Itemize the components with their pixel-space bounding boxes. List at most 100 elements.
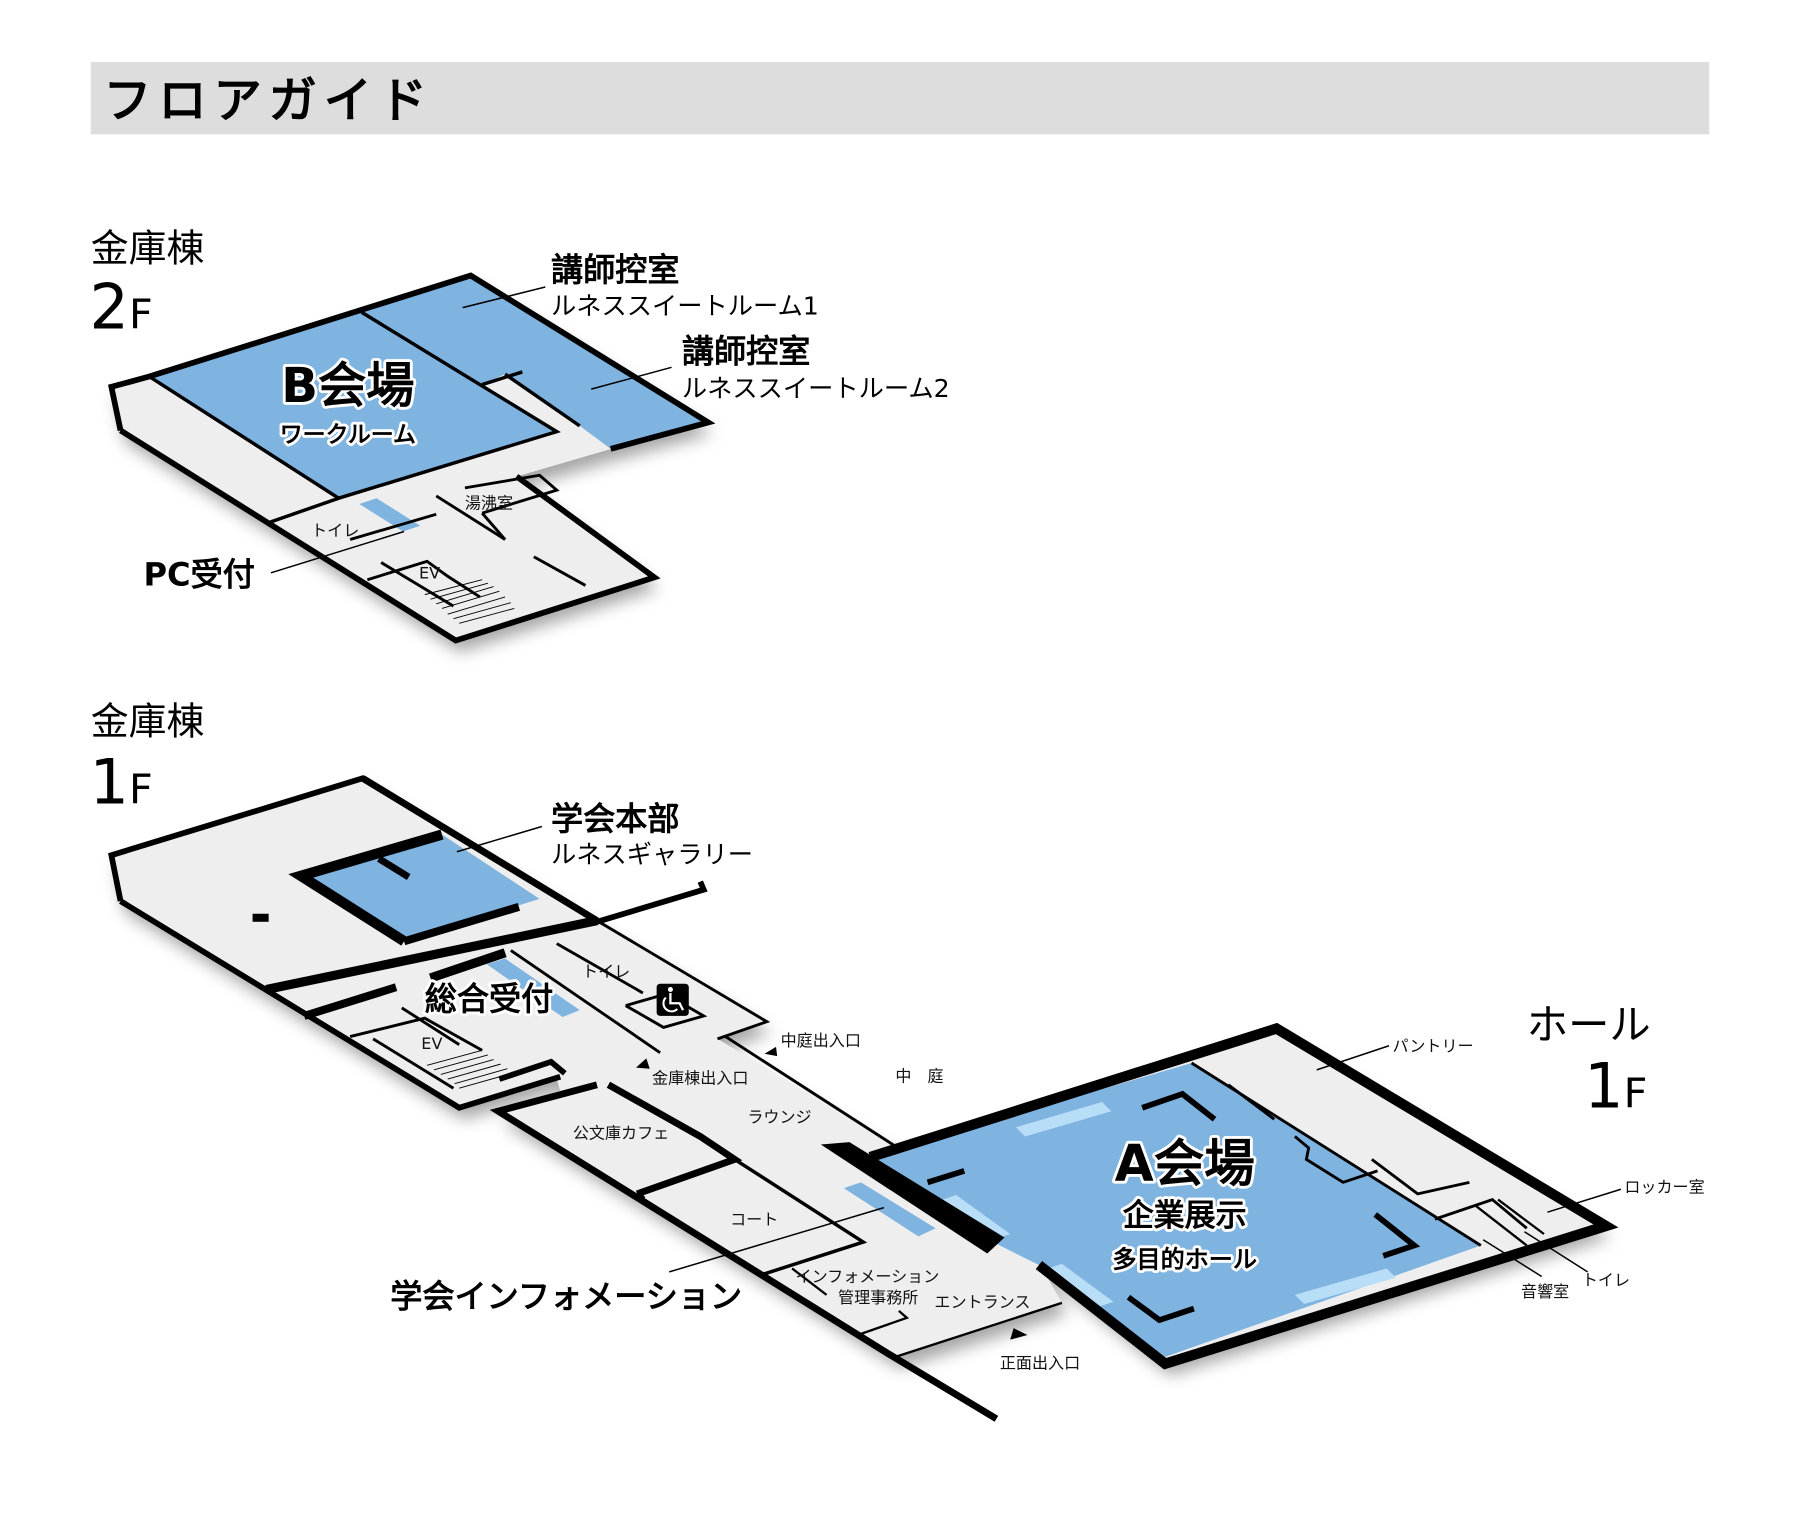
label-lecturer-room-2: 講師控室 [682, 333, 811, 371]
label-courtyard-entrance: 中庭出入口 [781, 1031, 861, 1050]
pillar [252, 913, 269, 922]
leader-line [462, 286, 546, 309]
floor-area [111, 778, 1062, 1357]
window [1044, 1263, 1114, 1308]
stairs-icon [426, 1049, 513, 1089]
label-hall-b: B会場 [281, 358, 414, 414]
wall [380, 561, 455, 608]
label-pc-reception: PC受付 [144, 555, 255, 593]
floor-1f-plan: 学会本部 ルネスギャラリー トイレ 総合受付 EV 中庭出入口 金庫棟出入口 中… [108, 775, 1705, 1422]
wall [288, 829, 444, 946]
label-suite-room-2: ルネススイートルーム2 [682, 374, 950, 403]
label-elevator: EV [421, 1034, 442, 1053]
label-cafe: 公文庫カフェ [573, 1124, 669, 1143]
floor-number: 1F [90, 746, 153, 819]
wall [1474, 1204, 1528, 1247]
wall [119, 898, 562, 1111]
label-toilet: トイレ [582, 962, 630, 981]
label-locker-room: ロッカー室 [1624, 1178, 1704, 1197]
header-background [90, 61, 1710, 135]
wall [269, 496, 340, 524]
wall [596, 919, 771, 1041]
label-suite-room-1: ルネススイートルーム1 [551, 292, 819, 321]
wall [402, 903, 521, 946]
stairs-icon [424, 579, 515, 624]
wall [1497, 1198, 1545, 1235]
wall [592, 880, 708, 926]
leader-line [1482, 1239, 1543, 1278]
wall [498, 1058, 567, 1082]
wall [401, 1006, 460, 1046]
wall-cafe [606, 1081, 743, 1198]
wall [148, 310, 561, 501]
label-information: インフォメーション [796, 1267, 940, 1286]
leader-line [1524, 1231, 1589, 1273]
room-lecturer-suites[interactable] [361, 275, 709, 449]
label-kitchenette: 湯沸室 [465, 494, 513, 513]
leader-line [456, 825, 543, 853]
leader-line [591, 366, 672, 390]
window [1015, 1102, 1112, 1137]
leader-line [669, 1206, 885, 1273]
building-name: 金庫棟 [91, 227, 205, 271]
label-kinko-entrance: 金庫棟出入口 [652, 1069, 748, 1088]
wall [349, 512, 437, 541]
floor-number: 1F [1584, 1050, 1647, 1123]
label-society-information: 学会インフォメーション [390, 1277, 742, 1315]
label-gallery: ルネスギャラリー [551, 840, 753, 869]
label-toilet: トイレ [311, 521, 359, 540]
wall [860, 1310, 910, 1335]
wall [895, 1301, 1063, 1358]
label-lounge: ラウンジ [747, 1108, 811, 1127]
wall [265, 916, 598, 995]
wall [724, 1035, 908, 1155]
kinko-entrance-arrow-icon [635, 1058, 650, 1069]
wall [791, 1267, 828, 1296]
window [939, 1194, 1011, 1240]
wall-kitchenette [464, 473, 560, 515]
floor-2f-plan: 講師控室 ルネススイートルーム1 講師控室 ルネススイートルーム2 B会場 ワー… [108, 251, 950, 644]
label-multipurpose-hall: 多目的ホール [1112, 1245, 1257, 1273]
room-hall-a[interactable] [870, 1062, 1481, 1357]
main-entrance-arrow-icon [1010, 1328, 1028, 1340]
label-general-reception: 総合受付 [425, 980, 553, 1018]
wall [372, 1037, 455, 1090]
label-hall-a: A会場 [1115, 1134, 1255, 1193]
label-main-entrance: 正面出入口 [1000, 1353, 1080, 1372]
leader-line [270, 530, 405, 574]
wall [303, 983, 398, 1020]
wheelchair-accessible-icon [656, 983, 689, 1016]
page-title: フロアガイド [103, 73, 434, 129]
room-hall-b[interactable] [149, 312, 557, 499]
wall-ev [349, 1016, 483, 1052]
leader-line [1547, 1188, 1622, 1213]
header-banner: フロアガイド [90, 61, 1710, 135]
label-elevator: EV [419, 564, 440, 583]
floor-number: 2F [90, 270, 153, 343]
wall [510, 949, 661, 1054]
wall [108, 272, 716, 452]
label-courtyard: 中 庭 [895, 1066, 943, 1085]
floor-2f-heading: 金庫棟 2F [90, 227, 205, 344]
label-entrance: エントランス [934, 1292, 1030, 1311]
wall [1141, 1090, 1217, 1122]
wall [1370, 1158, 1470, 1196]
wall [533, 555, 587, 587]
label-coat: コート [730, 1210, 778, 1229]
wall [360, 775, 599, 924]
wall-hall-a [868, 1022, 1619, 1370]
wall-south [489, 1081, 999, 1422]
wall [556, 942, 644, 995]
wall-coat [733, 1157, 868, 1276]
wall [481, 512, 507, 541]
label-toilet: トイレ [1582, 1271, 1630, 1290]
wall [1373, 1212, 1421, 1259]
wall [1126, 1294, 1195, 1324]
label-work-room: ワークルーム [280, 422, 416, 448]
wall [377, 855, 411, 880]
wall [634, 1191, 646, 1203]
wall [119, 428, 661, 644]
wall [1434, 1197, 1528, 1230]
floor-1f-kinko-heading: 金庫棟 1F [90, 700, 205, 819]
wall [429, 948, 507, 983]
